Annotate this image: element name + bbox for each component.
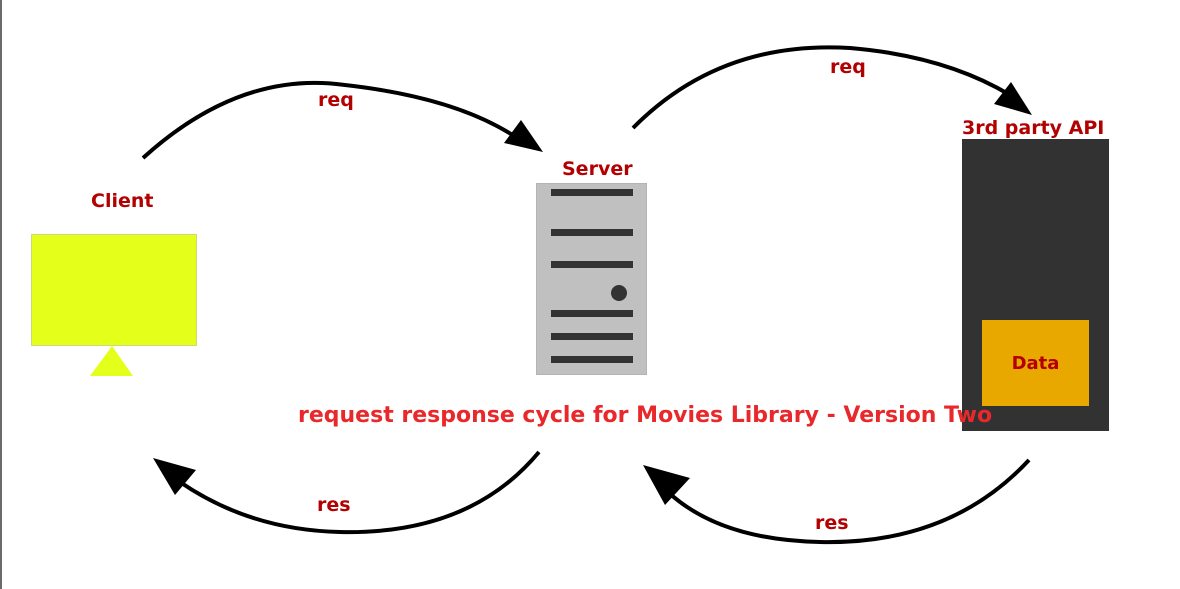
arrowhead-server-to-client bbox=[153, 458, 196, 495]
server-tower-icon bbox=[536, 183, 647, 375]
server-label: Server bbox=[562, 158, 633, 180]
arrow-client-to-server bbox=[141, 80, 522, 160]
arrowhead-client-to-server bbox=[504, 120, 543, 152]
left-border bbox=[0, 0, 2, 589]
res-label-api-server: res bbox=[815, 512, 849, 534]
arrow-server-to-api bbox=[631, 45, 1012, 130]
data-label: Data bbox=[1011, 352, 1060, 374]
client-label: Client bbox=[91, 190, 154, 212]
data-box: Data bbox=[982, 320, 1089, 406]
api-label: 3rd party API bbox=[962, 117, 1105, 139]
diagram-caption: request response cycle for Movies Librar… bbox=[298, 403, 993, 428]
arrowhead-api-to-server bbox=[643, 465, 690, 505]
monitor-stand bbox=[90, 346, 133, 376]
req-label-client-server: req bbox=[318, 89, 354, 111]
arrowhead-server-to-api bbox=[994, 82, 1032, 115]
arrow-server-to-client bbox=[178, 450, 541, 535]
req-label-server-api: req bbox=[830, 56, 866, 78]
arrow-api-to-server bbox=[666, 458, 1031, 545]
monitor-icon bbox=[31, 234, 197, 346]
res-label-server-client: res bbox=[317, 494, 351, 516]
